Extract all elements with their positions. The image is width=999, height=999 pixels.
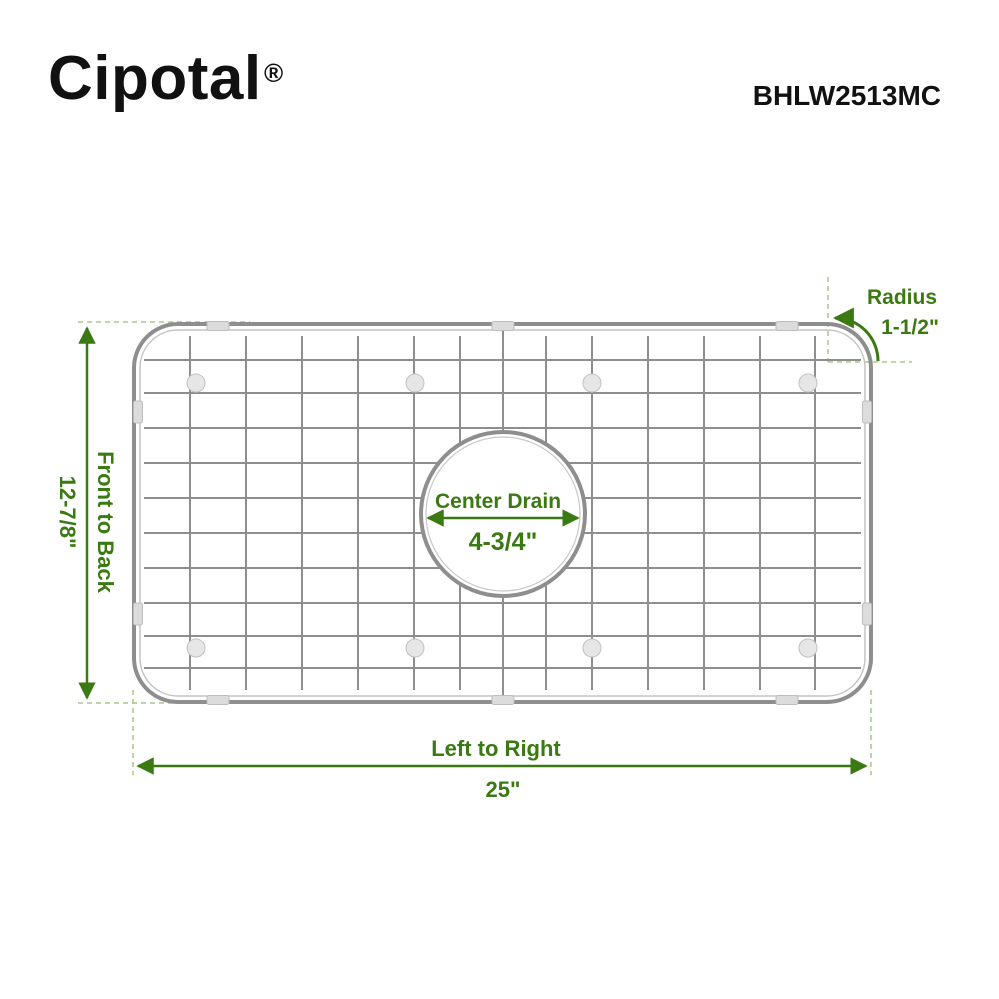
- grid-wires: [144, 330, 861, 696]
- brand-name: Cipotal: [48, 44, 262, 113]
- drain-value: 4-3/4": [469, 528, 538, 556]
- guide-lines: [78, 277, 912, 775]
- width-value: 25": [486, 777, 521, 802]
- registered-mark: ®: [264, 58, 284, 88]
- rubber-foot: [582, 638, 602, 658]
- rubber-foot: [798, 373, 818, 393]
- depth-label: Front to Back: [93, 451, 118, 594]
- radius-label: Radius: [867, 286, 937, 309]
- radius-value: 1-1/2": [881, 316, 939, 339]
- edge-bumper: [862, 602, 872, 626]
- edge-bumper: [133, 602, 143, 626]
- edge-bumper: [862, 400, 872, 424]
- rubber-foot: [798, 638, 818, 658]
- edge-bumper: [775, 695, 799, 705]
- edge-bumper: [775, 321, 799, 331]
- drain-ring: [419, 430, 587, 598]
- drain-ring-inner: [425, 436, 581, 592]
- model-number: BHLW2513MC: [752, 80, 941, 111]
- edge-bumper: [206, 695, 230, 705]
- width-label: Left to Right: [431, 736, 561, 761]
- radius-arc: [832, 307, 880, 362]
- rubber-foot: [186, 638, 206, 658]
- edge-bumper: [491, 321, 515, 331]
- rubber-foot: [582, 373, 602, 393]
- edge-bumper: [491, 695, 515, 705]
- rubber-foot: [405, 373, 425, 393]
- edge-bumper: [206, 321, 230, 331]
- rubber-foot: [186, 373, 206, 393]
- depth-value: 12-7/8": [55, 476, 80, 549]
- edge-bumper: [133, 400, 143, 424]
- drain-label: Center Drain: [435, 490, 561, 513]
- bumpers: [133, 321, 872, 705]
- rubber-foot: [405, 638, 425, 658]
